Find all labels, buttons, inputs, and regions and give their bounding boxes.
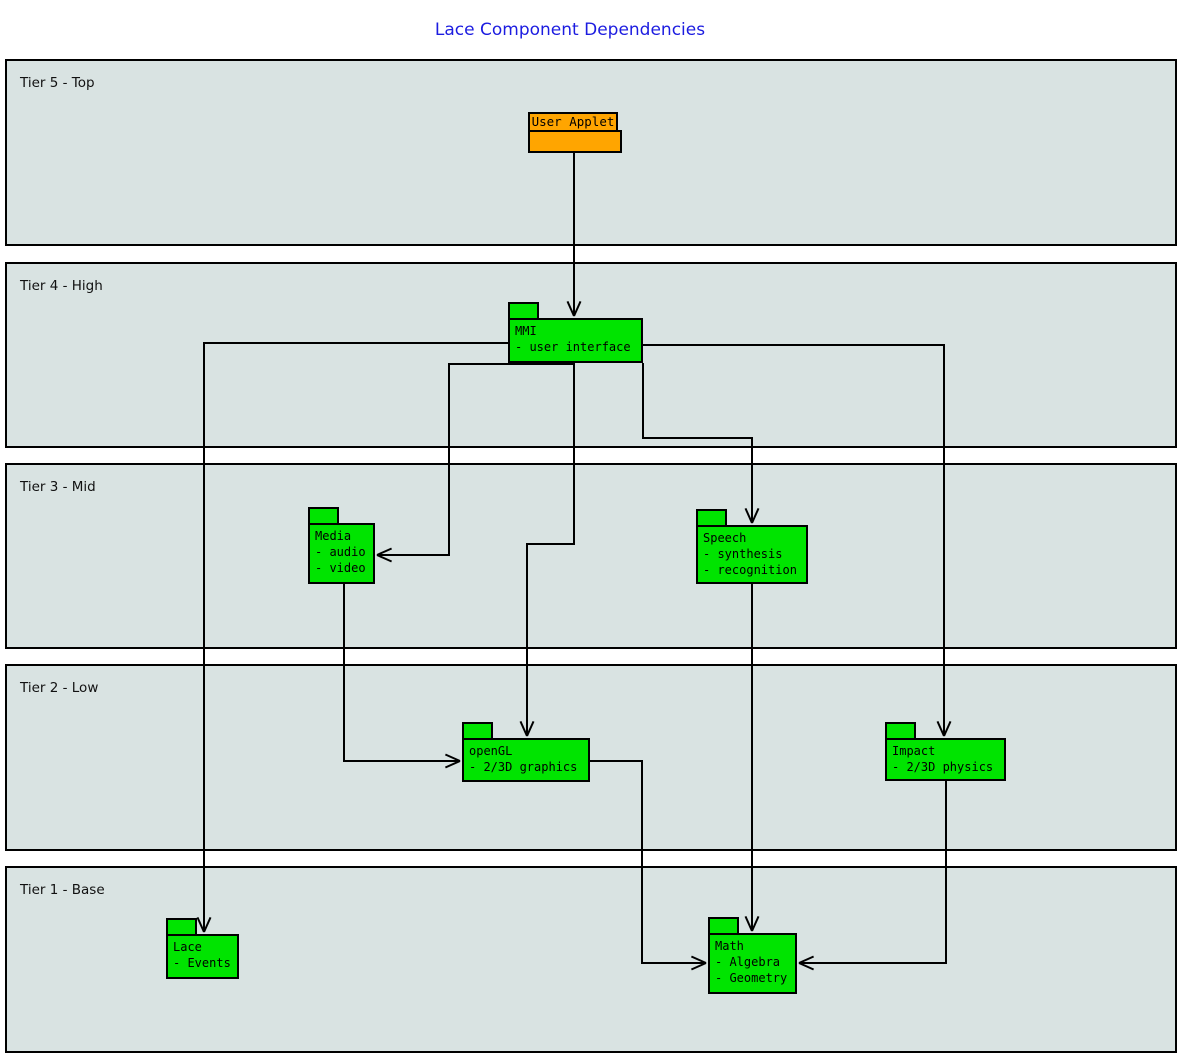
- component-impact-item: - 2/3D physics: [892, 760, 994, 774]
- component-lace-item: - Events: [173, 956, 231, 970]
- tier-4-label: Tier 4 - High: [20, 278, 103, 294]
- component-mmi: MMI - user interface: [508, 302, 643, 363]
- component-math-item: - Geometry: [715, 971, 788, 985]
- tier-4-band: Tier 4 - High: [5, 262, 1177, 448]
- component-user-applet: User Applet: [528, 112, 618, 132]
- component-math: Math - Algebra - Geometry: [708, 917, 797, 994]
- component-media-item: - audio: [315, 545, 366, 559]
- component-mmi-title: MMI: [515, 324, 537, 338]
- tier-3-label: Tier 3 - Mid: [20, 479, 96, 495]
- component-opengl: openGL - 2/3D graphics: [462, 722, 590, 782]
- component-math-title: Math: [715, 939, 744, 953]
- component-opengl-item: - 2/3D graphics: [469, 760, 578, 774]
- tier-2-label: Tier 2 - Low: [20, 680, 99, 696]
- component-media-title: Media: [315, 529, 352, 543]
- component-impact: Impact - 2/3D physics: [885, 722, 1006, 781]
- component-mmi-item: - user interface: [515, 340, 631, 354]
- tier-3-band: Tier 3 - Mid: [5, 463, 1177, 649]
- component-math-item: - Algebra: [715, 955, 781, 969]
- component-speech-item: - synthesis: [703, 547, 783, 561]
- component-media: Media - audio - video: [308, 507, 375, 584]
- diagram-title: Lace Component Dependencies: [434, 20, 706, 40]
- component-media-item: - video: [315, 561, 366, 575]
- component-lace: Lace - Events: [166, 918, 239, 979]
- component-opengl-title: openGL: [469, 744, 513, 758]
- component-user-applet-label: User Applet: [531, 114, 615, 129]
- component-lace-title: Lace: [173, 940, 202, 954]
- component-speech-title: Speech: [703, 531, 747, 545]
- component-speech: Speech - synthesis - recognition: [696, 509, 808, 584]
- component-user-applet-base: [528, 130, 622, 153]
- component-speech-item: - recognition: [703, 563, 797, 577]
- tier-5-label: Tier 5 - Top: [20, 75, 95, 91]
- tier-1-label: Tier 1 - Base: [20, 882, 105, 898]
- component-impact-title: Impact: [892, 744, 936, 758]
